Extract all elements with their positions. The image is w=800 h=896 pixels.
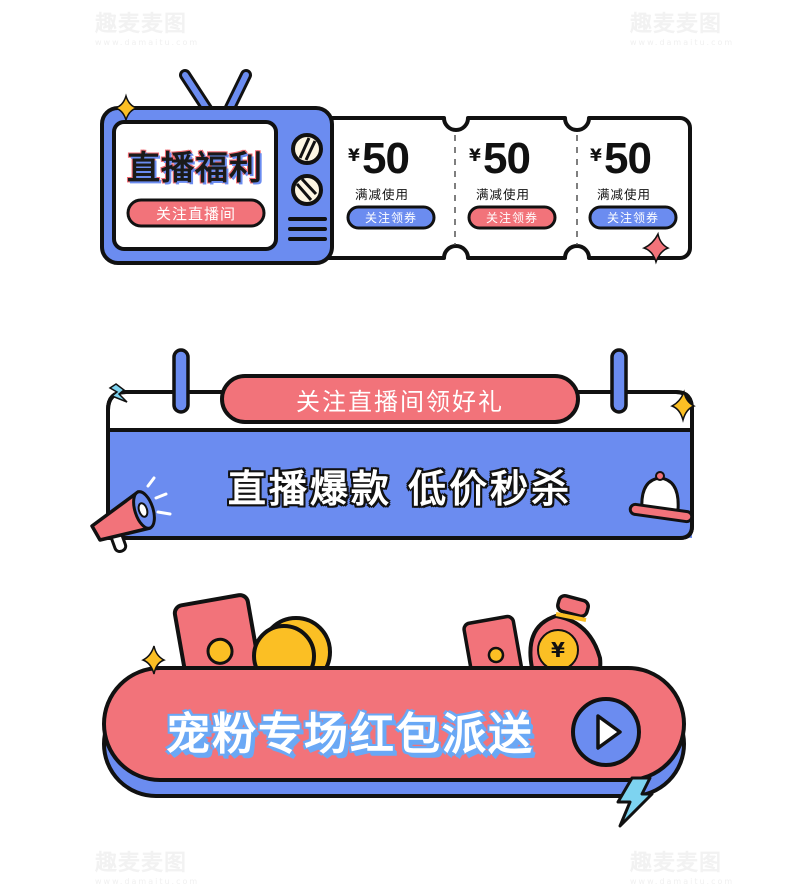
- tv-coupon-graphics: [100, 69, 692, 265]
- tv-title: 直播福利: [127, 148, 263, 187]
- banner-tv-coupons: 直播福利 关注直播间 ¥ 50 满减使用 关注领券 ¥ 50 满减使用 关注领券…: [0, 0, 800, 280]
- coupon-amount: 50: [362, 134, 410, 183]
- flash-sale-graphics: [90, 348, 696, 554]
- play-button[interactable]: [573, 699, 639, 765]
- coupon-3: ¥ 50 满减使用: [582, 134, 686, 238]
- banner-flash-sale: 关注直播间领好礼 直播爆款 低价秒杀: [0, 330, 800, 570]
- coupon-amount: 50: [483, 134, 531, 183]
- coupon-3-claim-button[interactable]: 关注领券: [606, 211, 659, 225]
- megaphone-icon: [90, 476, 172, 554]
- banner-red-packet: ¥ 宠粉专场红包派送: [0, 580, 800, 850]
- coupon-currency: ¥: [348, 146, 360, 166]
- coupon-amount: 50: [604, 134, 652, 183]
- coupon-2-claim-button[interactable]: 关注领券: [485, 211, 538, 225]
- coupon-2: ¥ 50 满减使用: [461, 134, 565, 238]
- red-packet-headline: 宠粉专场红包派送: [166, 709, 534, 760]
- red-envelope-small-icon: [462, 614, 524, 683]
- coupon-1-claim-button[interactable]: 关注领券: [364, 211, 417, 225]
- coupon-condition: 满减使用: [476, 187, 531, 202]
- red-packet-graphics: [102, 593, 686, 828]
- coupon-1: ¥ 50 满减使用: [340, 134, 444, 238]
- follow-gift-label[interactable]: 关注直播间领好礼: [296, 387, 504, 416]
- follow-live-button[interactable]: 关注直播间: [155, 204, 236, 223]
- coupon-condition: 满减使用: [355, 187, 410, 202]
- flash-sale-headline: 直播爆款 低价秒杀: [227, 466, 573, 511]
- coupon-condition: 满减使用: [597, 187, 652, 202]
- bell-icon: [628, 471, 694, 524]
- money-bag-yen-symbol: ¥: [551, 638, 565, 662]
- coupon-currency: ¥: [590, 146, 602, 166]
- coupon-currency: ¥: [469, 146, 481, 166]
